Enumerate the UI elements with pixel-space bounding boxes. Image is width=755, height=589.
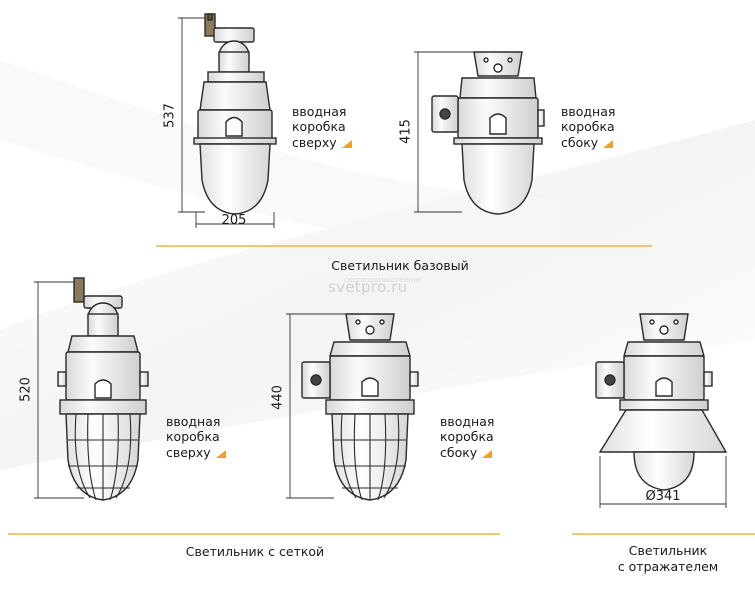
dim-height-base-side: 415 [398, 119, 414, 144]
watermark-small: светопромышленник [344, 276, 422, 284]
lamp-grid-side-drawing [301, 313, 419, 501]
caption-base: Светильник базовый [331, 258, 469, 273]
label-grid-top: вводная коробка сверху [166, 398, 226, 460]
label-base-top-text: вводная коробка сверху [292, 103, 347, 150]
orange-triangle-icon [603, 139, 614, 148]
lamp-grid-top-dimensions [34, 281, 84, 499]
label-grid-side-text: вводная коробка сбоку [440, 413, 495, 460]
label-base-top: вводная коробка сверху [292, 88, 352, 150]
lamp-base-top-dimensions [178, 17, 275, 228]
lamp-grid-top-cage [68, 413, 138, 501]
dim-height-grid-side: 440 [270, 385, 286, 410]
lamp-base-top-drawing [193, 13, 277, 215]
lamp-reflector-drawing [595, 313, 728, 491]
dim-height-grid-top: 520 [18, 377, 34, 402]
caption-grid: Светильник с сеткой [185, 544, 325, 559]
label-base-side-text: вводная коробка сбоку [561, 103, 616, 150]
watermark-main: svetpro.ru [328, 278, 408, 296]
orange-triangle-icon [215, 449, 226, 458]
lamp-reflector-dimensions [599, 456, 727, 508]
lamp-grid-side-dimensions [286, 313, 346, 499]
orange-triangle-icon [482, 449, 493, 458]
dim-width-base-top: 205 [221, 213, 247, 228]
dim-width-reflector: Ø341 [645, 489, 681, 504]
dim-height-base-top: 537 [162, 103, 178, 128]
caption-reflector: Светильник с отражателем [617, 543, 719, 574]
label-grid-top-text: вводная коробка сверху [166, 413, 221, 460]
lamp-grid-side-cage [334, 413, 406, 501]
label-grid-side: вводная коробка сбоку [440, 398, 494, 460]
orange-triangle-icon [341, 139, 352, 148]
lamp-base-side-drawing [431, 51, 545, 215]
label-base-side: вводная коробка сбоку [561, 88, 615, 150]
lamp-base-side-dimensions [414, 51, 474, 213]
